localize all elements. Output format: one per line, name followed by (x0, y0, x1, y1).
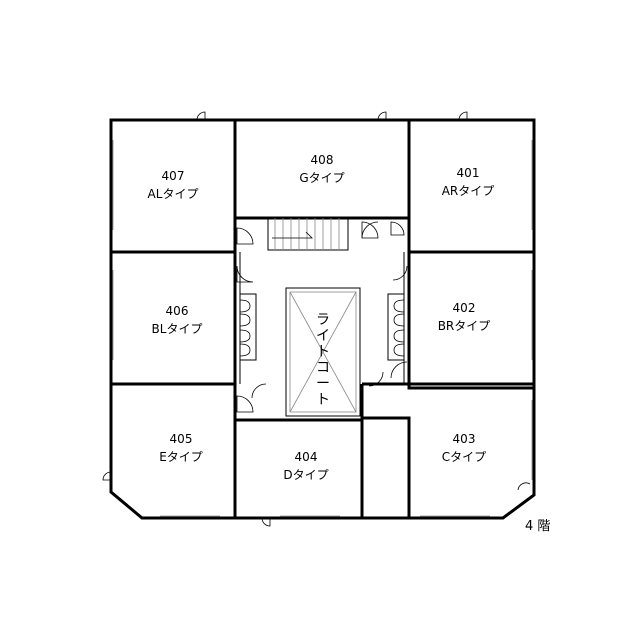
light-court-label: ラ イ ト コ ー ト (316, 312, 330, 408)
room-404-wall (235, 418, 364, 518)
room-404-number: 404 (295, 450, 318, 464)
door-swings (102, 111, 531, 527)
room-405-type: Eタイプ (159, 450, 203, 464)
room-408-type: Gタイプ (299, 171, 344, 185)
room-408-number: 408 (311, 153, 334, 167)
light-court-char: ラ (316, 312, 330, 328)
light-court (285, 287, 361, 417)
room-402-type: BRタイプ (438, 319, 491, 333)
floor-label: 4 階 (525, 519, 551, 534)
room-406-number: 406 (166, 304, 189, 318)
light-court-char: ト (316, 344, 330, 360)
room-407-wall (109, 118, 237, 254)
room-406-type: BLタイプ (152, 322, 203, 336)
closet-right (387, 293, 405, 361)
room-403-wall (360, 384, 411, 518)
room-406-wall (109, 250, 237, 386)
room-402-wall (407, 250, 536, 386)
room-401-number: 401 (457, 166, 480, 180)
room-403-top-wall (362, 382, 534, 390)
windows (112, 140, 533, 517)
stairs (267, 217, 349, 251)
room-407-number: 407 (162, 169, 185, 183)
room-405-wall (111, 382, 237, 518)
room-402-number: 402 (453, 301, 476, 315)
room-405-number: 405 (170, 432, 193, 446)
light-court-char: イ (316, 328, 330, 344)
light-court-char: ー (316, 376, 330, 392)
light-court-char: ト (316, 392, 330, 408)
room-407-type: ALタイプ (148, 187, 199, 201)
room-401-type: ARタイプ (442, 184, 495, 198)
room-403-number: 403 (453, 432, 476, 446)
room-404-type: Dタイプ (283, 468, 328, 482)
closet-left (239, 293, 257, 361)
room-403-type: Cタイプ (442, 450, 486, 464)
light-court-char: コ (316, 360, 330, 376)
room-408-wall (233, 118, 411, 220)
